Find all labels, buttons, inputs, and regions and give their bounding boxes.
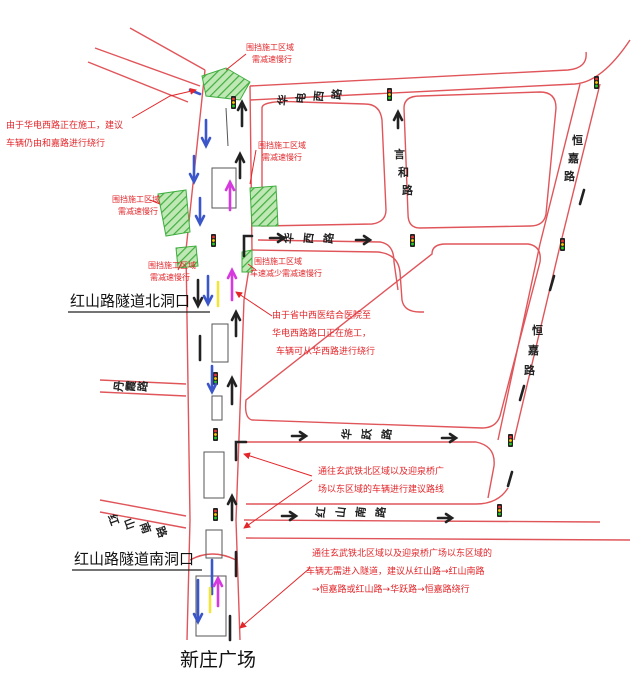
svg-text:围挡施工区域: 围挡施工区域	[254, 256, 302, 266]
zone-left-hatch	[157, 189, 191, 237]
svg-text:嘉: 嘉	[567, 151, 579, 165]
svg-text:言: 言	[394, 147, 405, 161]
yellow-arrow-icon	[208, 280, 220, 614]
traffic-light-icon	[231, 96, 236, 109]
svg-text:路: 路	[153, 524, 170, 540]
note-zone-low-right: 围挡施工区域 车速减少需减速慢行	[250, 256, 322, 278]
svg-text:通往玄武铁北区域以及迎泉桥广场以东区域的: 通往玄武铁北区域以及迎泉桥广场以东区域的	[312, 547, 492, 559]
road-label-hengjia-lower: 恒 嘉 路	[524, 323, 543, 377]
xinzhuang-plaza-label: 新庄广场	[180, 649, 256, 671]
road-label-yanhe: 言 和 路	[394, 147, 414, 197]
svg-text:需减速慢行: 需减速慢行	[262, 152, 302, 162]
traffic-light-icon	[213, 508, 218, 521]
note-zone-low-left: 围挡施工区域 需减速慢行	[148, 260, 196, 282]
direction-arrows	[188, 88, 586, 642]
svg-text:霞: 霞	[124, 379, 138, 392]
note-zone-upper-right: 围挡施工区域 需减速慢行	[258, 140, 306, 162]
traffic-light-icon	[213, 428, 218, 441]
svg-text:路: 路	[564, 169, 576, 183]
portal-pointer-lines	[68, 311, 210, 571]
svg-text:场以东区域的车辆进行建议路线: 场以东区域的车辆进行建议路线	[318, 483, 444, 495]
traffic-light-icon	[387, 88, 392, 101]
svg-text:嘉: 嘉	[527, 343, 539, 357]
svg-text:跃: 跃	[359, 427, 374, 440]
blue-arrow-icon	[188, 88, 218, 625]
svg-text:山: 山	[333, 506, 348, 518]
traffic-light-icon	[410, 234, 415, 247]
note-detour-top: 由于华电西路正在施工，建议 车辆仍由和嘉路进行绕行	[6, 119, 123, 149]
svg-text:车辆仍由和嘉路进行绕行: 车辆仍由和嘉路进行绕行	[6, 137, 105, 149]
svg-text:路: 路	[135, 379, 150, 392]
svg-text:由于华电西路正在施工，建议: 由于华电西路正在施工，建议	[6, 119, 123, 131]
black-arrow-icon	[192, 99, 586, 642]
traffic-light-icon	[508, 434, 513, 447]
svg-text:电: 电	[293, 92, 308, 104]
svg-text:华: 华	[281, 232, 296, 244]
road-network	[87, 27, 631, 641]
road-label-huayue: 华 跃 路	[339, 427, 394, 440]
note-xuanwu-advice: 通往玄武铁北区域以及迎泉桥广场以东区域的 车辆无需进入隧道，建议从红山路→红山南…	[306, 547, 492, 595]
svg-text:围挡施工区域: 围挡施工区域	[148, 260, 196, 270]
svg-text:西: 西	[302, 232, 316, 244]
south-portal-label: 红山路隧道南洞口	[74, 550, 194, 568]
traffic-lights	[211, 76, 599, 521]
svg-text:需减速慢行: 需减速慢行	[150, 272, 190, 282]
svg-text:需减速慢行: 需减速慢行	[252, 54, 292, 64]
svg-text:红: 红	[105, 512, 122, 527]
svg-text:和: 和	[398, 165, 409, 179]
construction-zones	[157, 67, 279, 273]
road-label-danxia: 丹 霞 路	[112, 379, 150, 392]
svg-text:华: 华	[339, 428, 354, 440]
svg-text:华: 华	[275, 94, 290, 106]
traffic-light-icon	[211, 234, 216, 247]
svg-text:路: 路	[402, 183, 414, 197]
note-zone-mid-left: 围挡施工区域 需减速慢行	[112, 194, 160, 216]
road-label-huaxi: 华 西 路	[281, 231, 336, 244]
svg-text:路: 路	[379, 427, 394, 440]
road-label-hongshan-south-right: 红 山 南 路	[313, 505, 388, 518]
svg-text:华电西路路口正在施工，: 华电西路路口正在施工，	[272, 327, 371, 339]
north-portal-label: 红山路隧道北洞口	[70, 292, 190, 310]
note-hospital: 由于省中西医结合医院至 华电西路路口正在施工， 车辆可从华西路进行绕行	[272, 309, 375, 357]
traffic-light-icon	[560, 238, 565, 251]
svg-text:围挡施工区域: 围挡施工区域	[258, 140, 306, 150]
svg-text:恒: 恒	[572, 133, 583, 147]
svg-text:由于省中西医结合医院至: 由于省中西医结合医院至	[272, 309, 371, 321]
svg-text:丹: 丹	[112, 380, 126, 392]
svg-text:路: 路	[321, 231, 336, 244]
svg-text:路: 路	[329, 87, 344, 100]
svg-text:路: 路	[373, 505, 388, 518]
road-label-hongshan-south-left: 红 山 南 路	[105, 512, 170, 540]
svg-text:山: 山	[121, 516, 138, 531]
road-labels: 华 电 西 路 言 和 路 恒 嘉 路 恒 嘉 路 华 西 路 丹 霞 路	[105, 87, 583, 540]
lane-markings	[195, 107, 237, 637]
svg-text:南: 南	[137, 520, 154, 535]
traffic-light-icon	[497, 504, 502, 517]
svg-text:通往玄武铁北区域以及迎泉桥广: 通往玄武铁北区域以及迎泉桥广	[318, 465, 444, 477]
zone-top-hatch	[201, 67, 251, 101]
svg-text:南: 南	[353, 506, 368, 518]
svg-text:车辆可从华西路进行绕行: 车辆可从华西路进行绕行	[276, 345, 375, 357]
magenta-arrow-icon	[212, 179, 238, 608]
svg-text:→恒嘉路或红山路→华跃路→恒嘉路绕行: →恒嘉路或红山路→华跃路→恒嘉路绕行	[312, 583, 470, 595]
zone-right-hatch	[249, 185, 279, 227]
annotation-notes: 由于华电西路正在施工，建议 车辆仍由和嘉路进行绕行 围挡施工区域 需减速慢行 围…	[6, 42, 492, 595]
svg-text:红: 红	[313, 506, 328, 518]
svg-text:围挡施工区域: 围挡施工区域	[246, 42, 294, 52]
note-zone-top: 围挡施工区域 需减速慢行	[246, 42, 294, 64]
traffic-light-icon	[213, 372, 218, 385]
svg-text:西: 西	[312, 90, 326, 102]
svg-text:围挡施工区域: 围挡施工区域	[112, 194, 160, 204]
svg-text:恒: 恒	[532, 323, 543, 337]
svg-text:车速减少需减速慢行: 车速减少需减速慢行	[250, 268, 322, 278]
traffic-light-icon	[594, 76, 599, 89]
svg-text:需减速慢行: 需减速慢行	[118, 206, 158, 216]
note-xuanwu-route: 通往玄武铁北区域以及迎泉桥广 场以东区域的车辆进行建议路线	[318, 465, 444, 495]
callout-leaders	[131, 53, 313, 629]
road-label-hengjia-upper: 恒 嘉 路	[564, 133, 583, 183]
svg-text:车辆无需进入隧道，建议从红山路→红山南路: 车辆无需进入隧道，建议从红山路→红山南路	[306, 565, 485, 577]
road-label-huadian-west: 华 电 西 路	[275, 87, 344, 106]
svg-text:路: 路	[524, 363, 536, 377]
